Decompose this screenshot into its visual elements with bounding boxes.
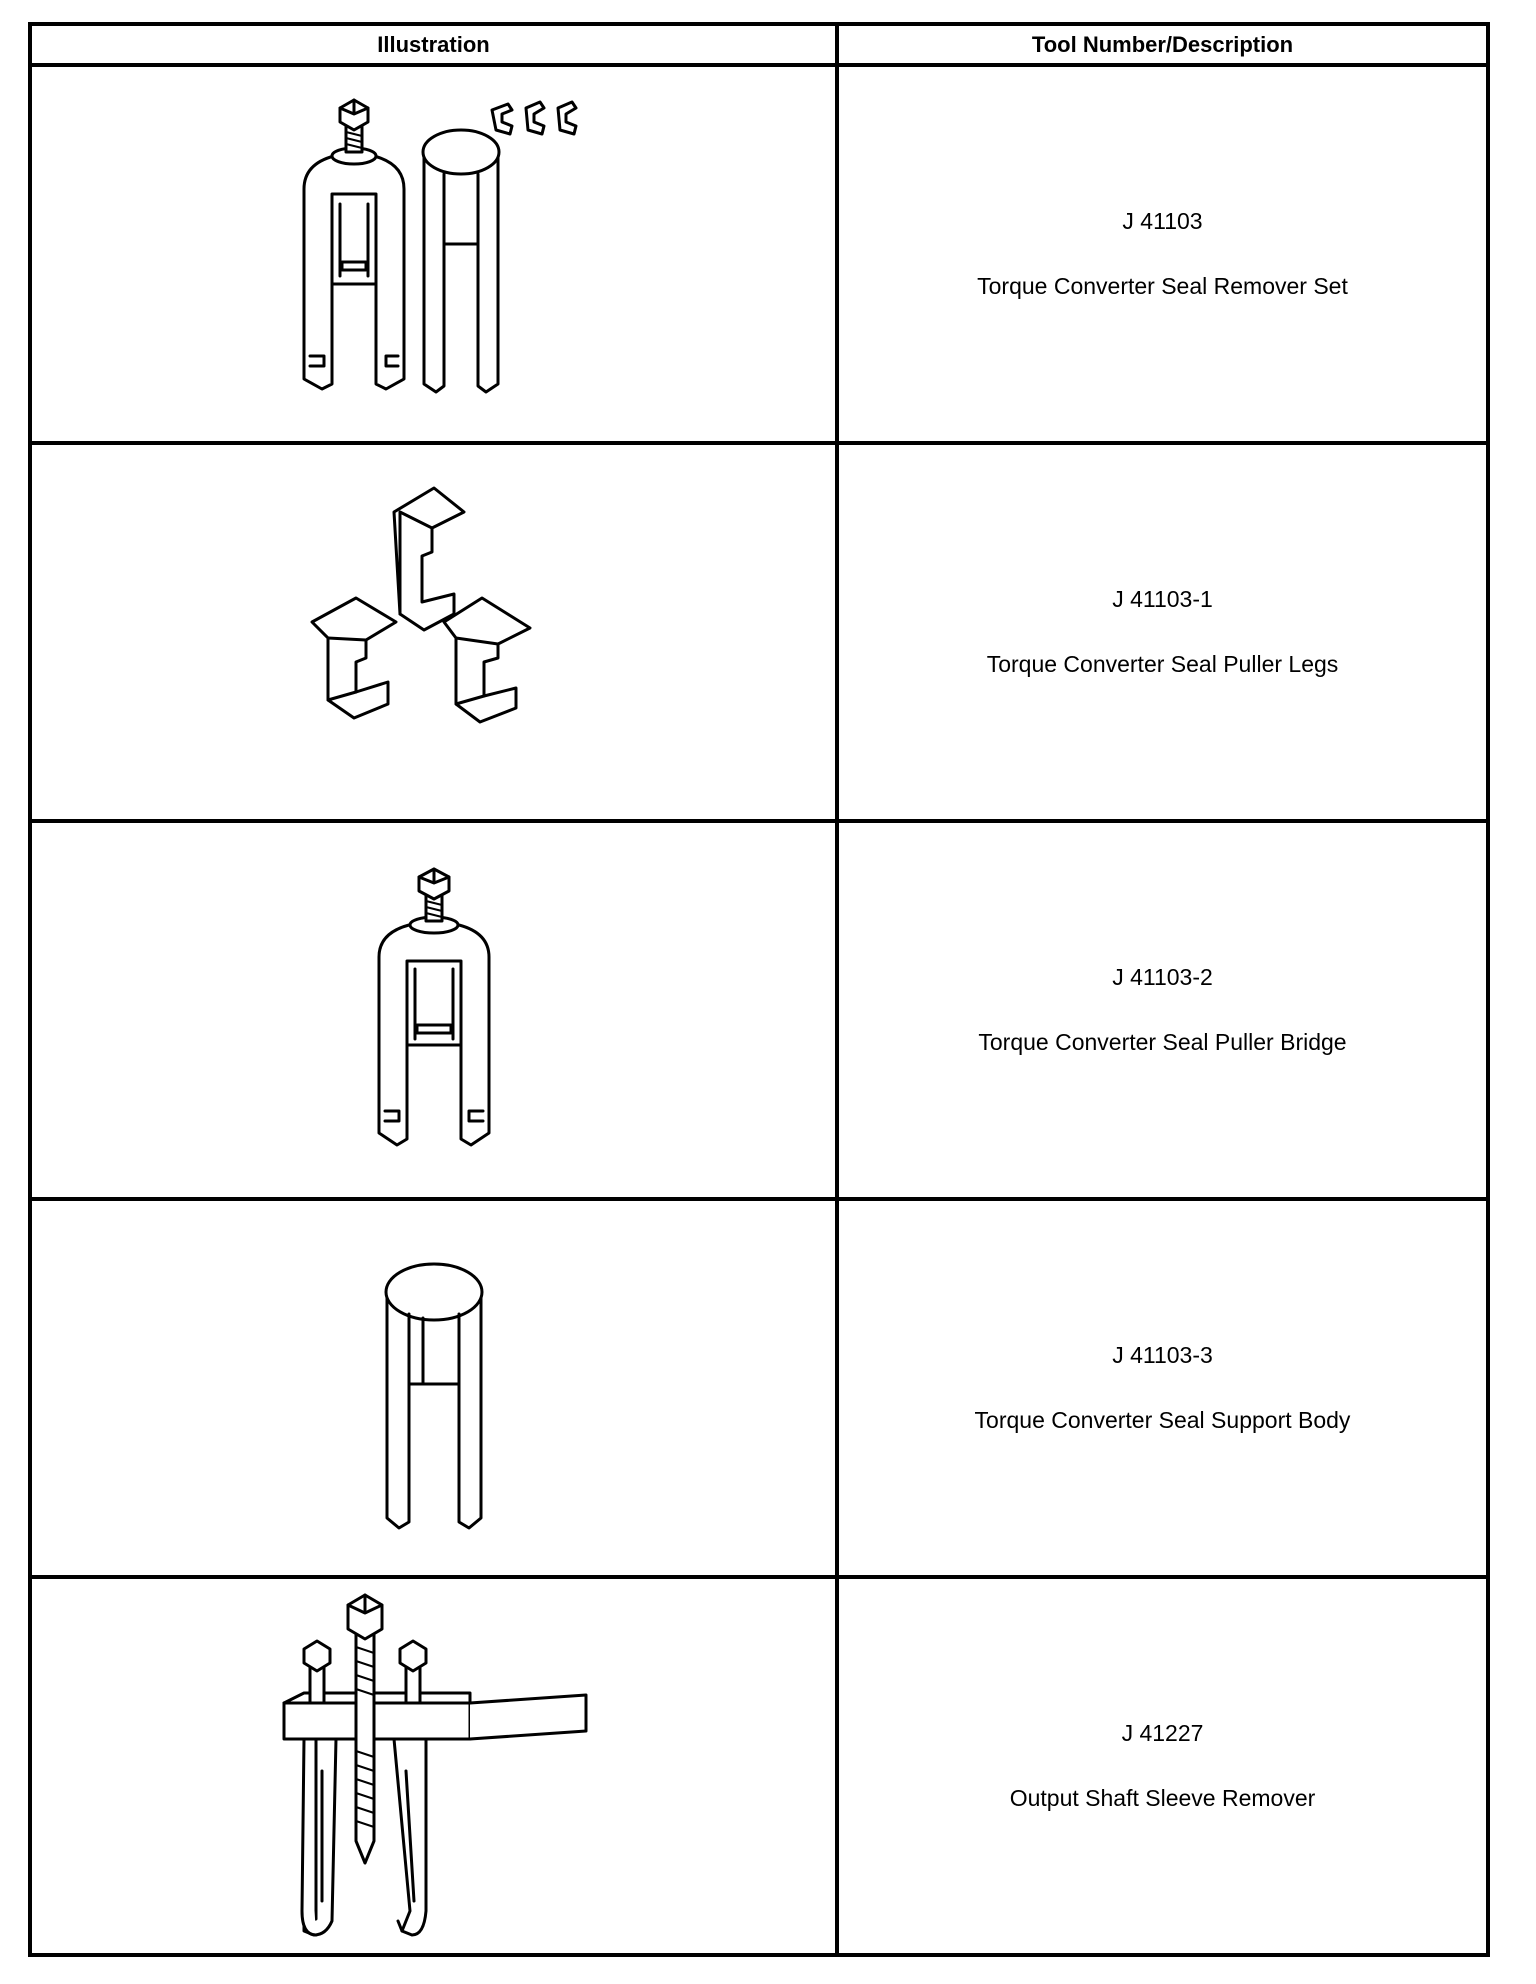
tool-description: Output Shaft Sleeve Remover (1009, 1785, 1316, 1811)
sleeve-remover-illustration (282, 1593, 587, 1937)
tool-table: Illustration Tool Number/Description (28, 22, 1490, 1957)
table-row: J 41103-2 Torque Converter Seal Puller B… (28, 819, 1490, 1201)
tool-cell: J 41103-1 Torque Converter Seal Puller L… (835, 441, 1490, 823)
tool-number: J 41103-1 (1112, 586, 1213, 612)
puller-legs-illustration (310, 486, 531, 724)
illustration-header: Illustration (28, 22, 839, 67)
tool-description: Torque Converter Seal Support Body (974, 1407, 1351, 1433)
tool-number: J 41103-3 (1112, 1342, 1213, 1368)
tool-header: Tool Number/Description (835, 22, 1490, 67)
seal-remover-set-illustration (302, 98, 577, 394)
support-body-illustration (384, 1262, 483, 1530)
tool-cell: J 41227 Output Shaft Sleeve Remover (835, 1575, 1490, 1957)
table-row: J 41103-3 Torque Converter Seal Support … (28, 1197, 1490, 1579)
illustration-cell (28, 1575, 839, 1957)
illustration-cell (28, 441, 839, 823)
tool-cell: J 41103-3 Torque Converter Seal Support … (835, 1197, 1490, 1579)
tool-cell: J 41103-2 Torque Converter Seal Puller B… (835, 819, 1490, 1201)
tool-number: J 41227 (1121, 1720, 1204, 1746)
table-row: J 41103 Torque Converter Seal Remover Se… (28, 63, 1490, 445)
illustration-cell (28, 819, 839, 1201)
tool-cell: J 41103 Torque Converter Seal Remover Se… (835, 63, 1490, 445)
header-row: Illustration Tool Number/Description (28, 22, 1490, 67)
puller-bridge-illustration (377, 867, 490, 1147)
illustration-cell (28, 1197, 839, 1579)
tool-number: J 41103 (1122, 208, 1203, 234)
tool-description: Torque Converter Seal Puller Bridge (978, 1029, 1347, 1055)
illustration-cell (28, 63, 839, 445)
table-row: J 41227 Output Shaft Sleeve Remover (28, 1575, 1490, 1957)
table-row: J 41103-1 Torque Converter Seal Puller L… (28, 441, 1490, 823)
tool-description: Torque Converter Seal Puller Legs (986, 651, 1339, 677)
tool-number: J 41103-2 (1112, 964, 1213, 990)
tool-description: Torque Converter Seal Remover Set (977, 273, 1348, 299)
